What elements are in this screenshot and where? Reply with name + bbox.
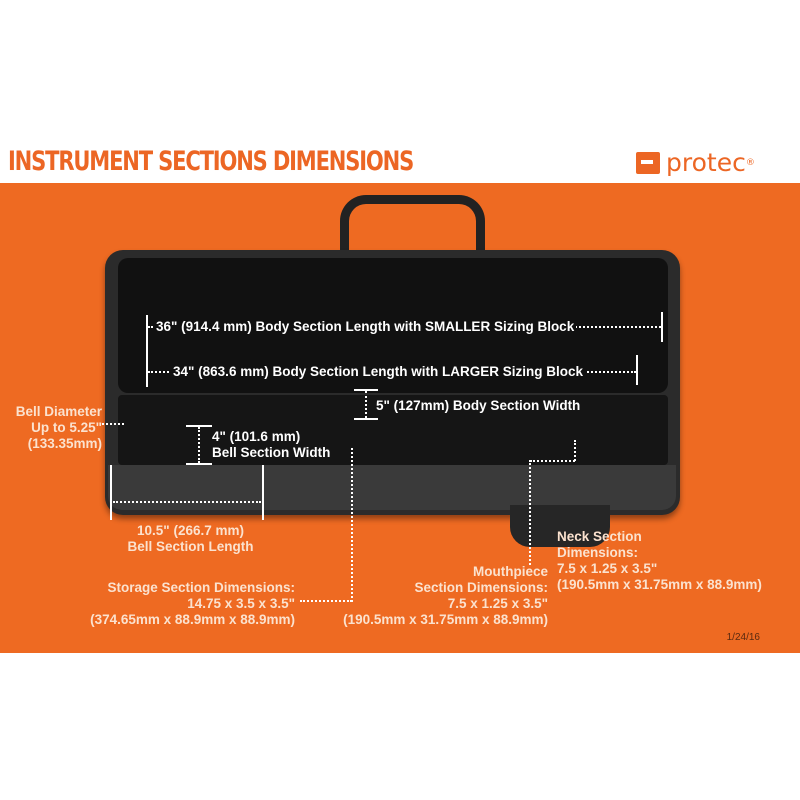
case-compartment: [118, 395, 668, 465]
storage-label: Storage Section Dimensions: 14.75 x 3.5 …: [90, 580, 295, 628]
body-34-label: 34" (863.6 mm) Body Section Length with …: [171, 364, 585, 380]
marker: [146, 315, 148, 387]
marker: [110, 465, 112, 520]
label-line: Storage Section Dimensions:: [107, 580, 295, 595]
label-line: (190.5mm x 31.75mm x 88.9mm): [557, 577, 762, 592]
dimension-line: [530, 460, 575, 462]
registered-mark: ®: [745, 157, 755, 168]
dimension-line: [113, 501, 261, 503]
label-line: 7.5 x 1.25 x 3.5": [557, 561, 658, 576]
bell-length-label: 10.5" (266.7 mm) Bell Section Length: [118, 523, 263, 555]
brand-name: protec: [666, 148, 746, 177]
label-line: Bell Section Length: [127, 539, 254, 554]
label-line: (374.65mm x 88.9mm x 88.9mm): [90, 612, 295, 627]
label-line: Dimensions:: [557, 545, 639, 560]
marker: [354, 389, 378, 391]
marker: [354, 418, 378, 420]
protec-logo-icon: [636, 151, 660, 174]
marker: [186, 425, 212, 427]
marker: [186, 463, 212, 465]
dimension-line: [300, 600, 352, 602]
date-stamp: 1/24/16: [726, 632, 760, 643]
marker: [262, 465, 264, 520]
mouthpiece-label: Mouthpiece Section Dimensions: 7.5 x 1.2…: [343, 564, 548, 628]
dimension-line: [102, 423, 124, 425]
page-title: INSTRUMENT SECTIONS DIMENSIONS: [8, 146, 414, 177]
top-handle: [340, 195, 485, 255]
label-line: Section Dimensions:: [414, 580, 548, 595]
dimension-line: [574, 440, 576, 461]
case-side: [108, 465, 676, 510]
dimension-line: [198, 427, 200, 463]
label-line: (133.35mm): [27, 436, 102, 451]
dimension-line: [365, 391, 367, 418]
protec-logo: protec®: [636, 148, 755, 177]
dimension-line: [351, 448, 353, 602]
label-line: Mouthpiece: [472, 564, 548, 579]
body-36-label: 36" (914.4 mm) Body Section Length with …: [154, 319, 577, 335]
bell-width-label: 4" (101.6 mm) Bell Section Width: [212, 429, 330, 461]
marker: [661, 312, 663, 342]
label-line: 14.75 x 3.5 x 3.5": [187, 596, 295, 611]
label-line: Bell Section Width: [212, 445, 331, 460]
body-width-label: 5" (127mm) Body Section Width: [376, 398, 581, 413]
marker: [636, 355, 638, 385]
label-line: Up to 5.25": [31, 420, 102, 435]
bell-diameter-label: Bell Diameter Up to 5.25" (133.35mm): [16, 404, 102, 452]
label-line: 7.5 x 1.25 x 3.5": [447, 596, 548, 611]
side-handle: [510, 505, 610, 547]
label-line: 4" (101.6 mm): [212, 429, 301, 444]
label-line: Bell Diameter: [15, 404, 102, 419]
label-line: 10.5" (266.7 mm): [137, 523, 244, 538]
dimension-line: [529, 460, 531, 565]
neck-label: Neck Section Dimensions: 7.5 x 1.25 x 3.…: [557, 529, 762, 593]
label-line: (190.5mm x 31.75mm x 88.9mm): [343, 612, 548, 627]
label-line: Neck Section: [557, 529, 642, 544]
